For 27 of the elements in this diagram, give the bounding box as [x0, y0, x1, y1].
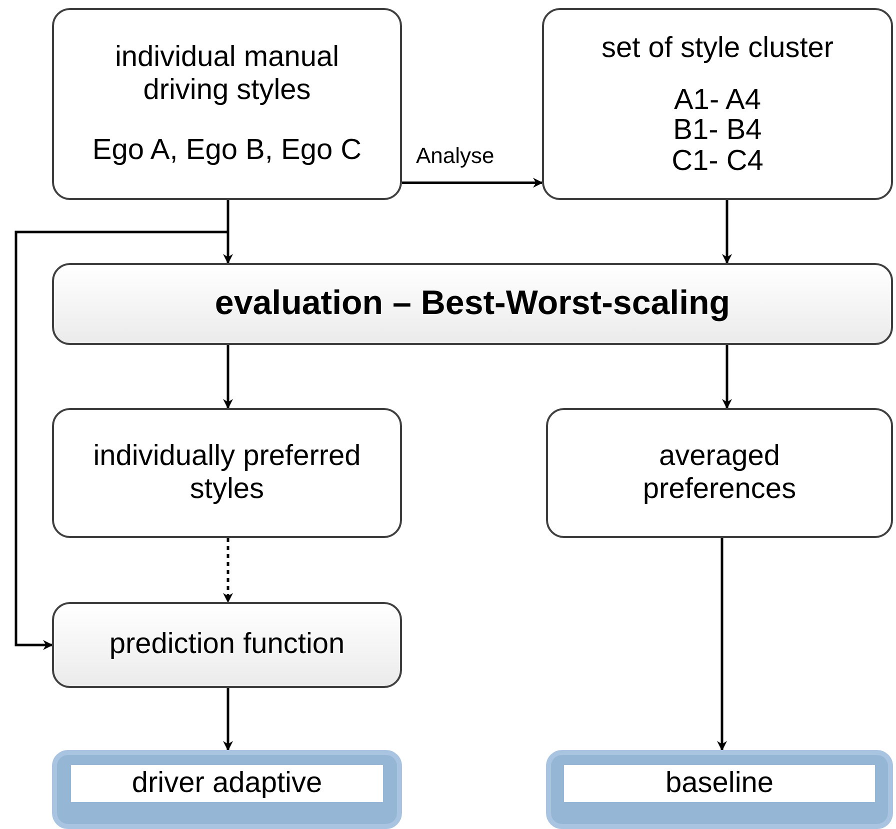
arrow [722, 200, 732, 264]
box-title: prediction function [109, 628, 345, 662]
dashed-arrow [223, 538, 233, 603]
arrow [722, 345, 732, 409]
output-box [546, 750, 893, 829]
box-text: A1- A4 B1- B4 C1- C4 [670, 85, 764, 176]
box-title: set of style cluster [601, 32, 834, 66]
box-title: evaluation – Best-Worst-scaling [214, 284, 730, 324]
arrow [717, 538, 727, 751]
box-title: averaged preferences [642, 440, 798, 506]
box-title: driver adaptive [70, 765, 384, 802]
box-text: Ego A, Ego B, Ego C [92, 134, 362, 168]
arrow [402, 178, 543, 188]
arrow [14, 230, 228, 650]
process-box [52, 8, 402, 200]
process-box [542, 8, 893, 200]
output-box [52, 750, 402, 829]
box-title: baseline [564, 765, 875, 802]
box-title: individually preferred styles [92, 440, 362, 506]
arrow [223, 688, 233, 751]
arrow [223, 345, 233, 409]
arrow [223, 200, 233, 264]
box-title: individual manual driving styles [114, 40, 340, 108]
process-box [52, 263, 893, 345]
process-box [52, 602, 402, 688]
process-box [52, 408, 402, 538]
process-box [546, 408, 893, 538]
